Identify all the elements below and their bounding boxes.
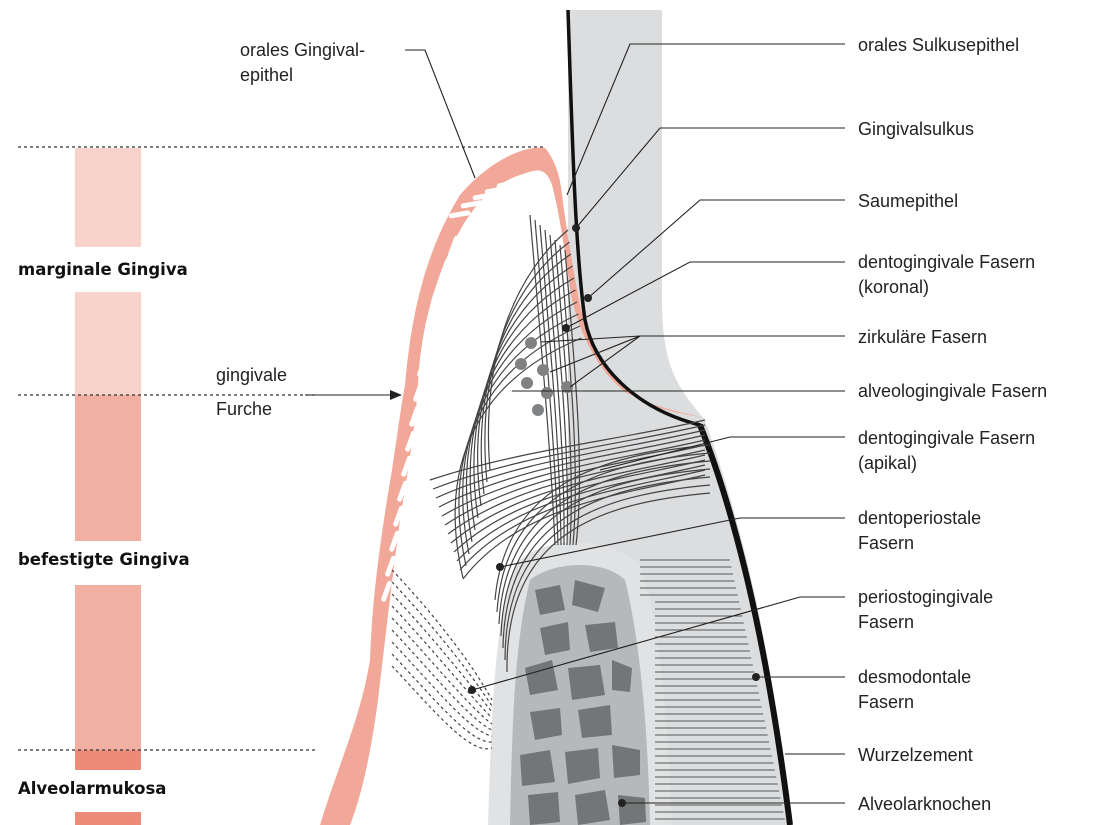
circular-fiber-dot — [521, 377, 533, 389]
label-periostogingival-1: periostogingivale — [858, 587, 993, 607]
label-dentogingival-apical-2: (apikal) — [858, 453, 917, 473]
label-groove-2: Furche — [216, 399, 272, 419]
leader-dot — [562, 324, 570, 332]
label-groove-1: gingivale — [216, 365, 287, 385]
periostogingival-fiber — [392, 630, 492, 730]
label-dentoperiosteal-2: Fasern — [858, 533, 914, 553]
circular-fiber-dot — [532, 404, 544, 416]
periostogingival-fiber — [392, 606, 492, 718]
leader-dot — [618, 799, 626, 807]
alveologingival-fiber — [530, 215, 555, 545]
label-junctional-epithelium: Saumepithel — [858, 191, 958, 211]
bone-piece — [530, 708, 562, 740]
zone-bar-attached-lower — [75, 585, 141, 750]
label-alveologingival-fibers: alveologingivale Fasern — [858, 381, 1047, 401]
periostogingival-fiber — [392, 582, 492, 706]
groove-arrowhead — [390, 390, 402, 400]
label-oral-epithelium-1: orales Gingival- — [240, 40, 365, 60]
zone-bar-marginal-lower — [75, 292, 141, 395]
bone-piece — [568, 665, 605, 700]
periostogingival-fiber — [392, 594, 492, 712]
label-periostogingival-2: Fasern — [858, 612, 914, 632]
circular-fiber-dot — [515, 358, 527, 370]
leader-oral-epithelium — [405, 50, 475, 178]
circular-fiber-dot — [537, 364, 549, 376]
leader-dot — [572, 224, 580, 232]
zone-bar — [75, 148, 141, 825]
label-sulcus: Gingivalsulkus — [858, 119, 974, 139]
circular-fiber-dot — [525, 337, 537, 349]
zone-label-attached: befestigte Gingiva — [18, 550, 190, 569]
alveolar-bone — [488, 543, 672, 825]
label-dentogingival-coronal-2: (koronal) — [858, 277, 929, 297]
circular-fiber-dot — [541, 387, 553, 399]
zone-bar-mucosa-lower — [75, 812, 141, 825]
bone-piece — [565, 748, 600, 784]
periostogingival-fiber — [392, 570, 492, 700]
label-dentoperiosteal-1: dentoperiostale — [858, 508, 981, 528]
bone-piece — [575, 790, 610, 825]
zone-bar-marginal — [75, 148, 141, 247]
label-alveolar-bone: Alveolarknochen — [858, 794, 991, 814]
bone-piece — [528, 792, 560, 825]
bone-piece — [520, 750, 555, 786]
zone-bar-mucosa — [75, 750, 141, 770]
leader-dot — [584, 294, 592, 302]
label-circular-fibers: zirkuläre Fasern — [858, 327, 987, 347]
label-oral-epithelium-2: epithel — [240, 65, 293, 85]
label-periodontal-1: desmodontale — [858, 667, 971, 687]
zone-bar-attached-upper — [75, 395, 141, 541]
bone-piece — [585, 622, 618, 652]
leader-dot — [752, 673, 760, 681]
bone-piece — [535, 585, 565, 615]
leader-dot — [468, 686, 476, 694]
bone-piece — [612, 745, 640, 778]
label-dentogingival-coronal-1: dentogingivale Fasern — [858, 252, 1035, 272]
label-sulcus-epithelium: orales Sulkusepithel — [858, 35, 1019, 55]
label-periodontal-2: Fasern — [858, 692, 914, 712]
bone-piece — [578, 705, 612, 738]
leader-dot — [496, 563, 504, 571]
zone-label-mucosa: Alveolarmukosa — [18, 779, 166, 798]
label-cementum: Wurzelzement — [858, 745, 973, 765]
label-dentogingival-apical-1: dentogingivale Fasern — [858, 428, 1035, 448]
zone-label-marginal: marginale Gingiva — [18, 260, 188, 279]
rete-ridge — [508, 178, 531, 187]
